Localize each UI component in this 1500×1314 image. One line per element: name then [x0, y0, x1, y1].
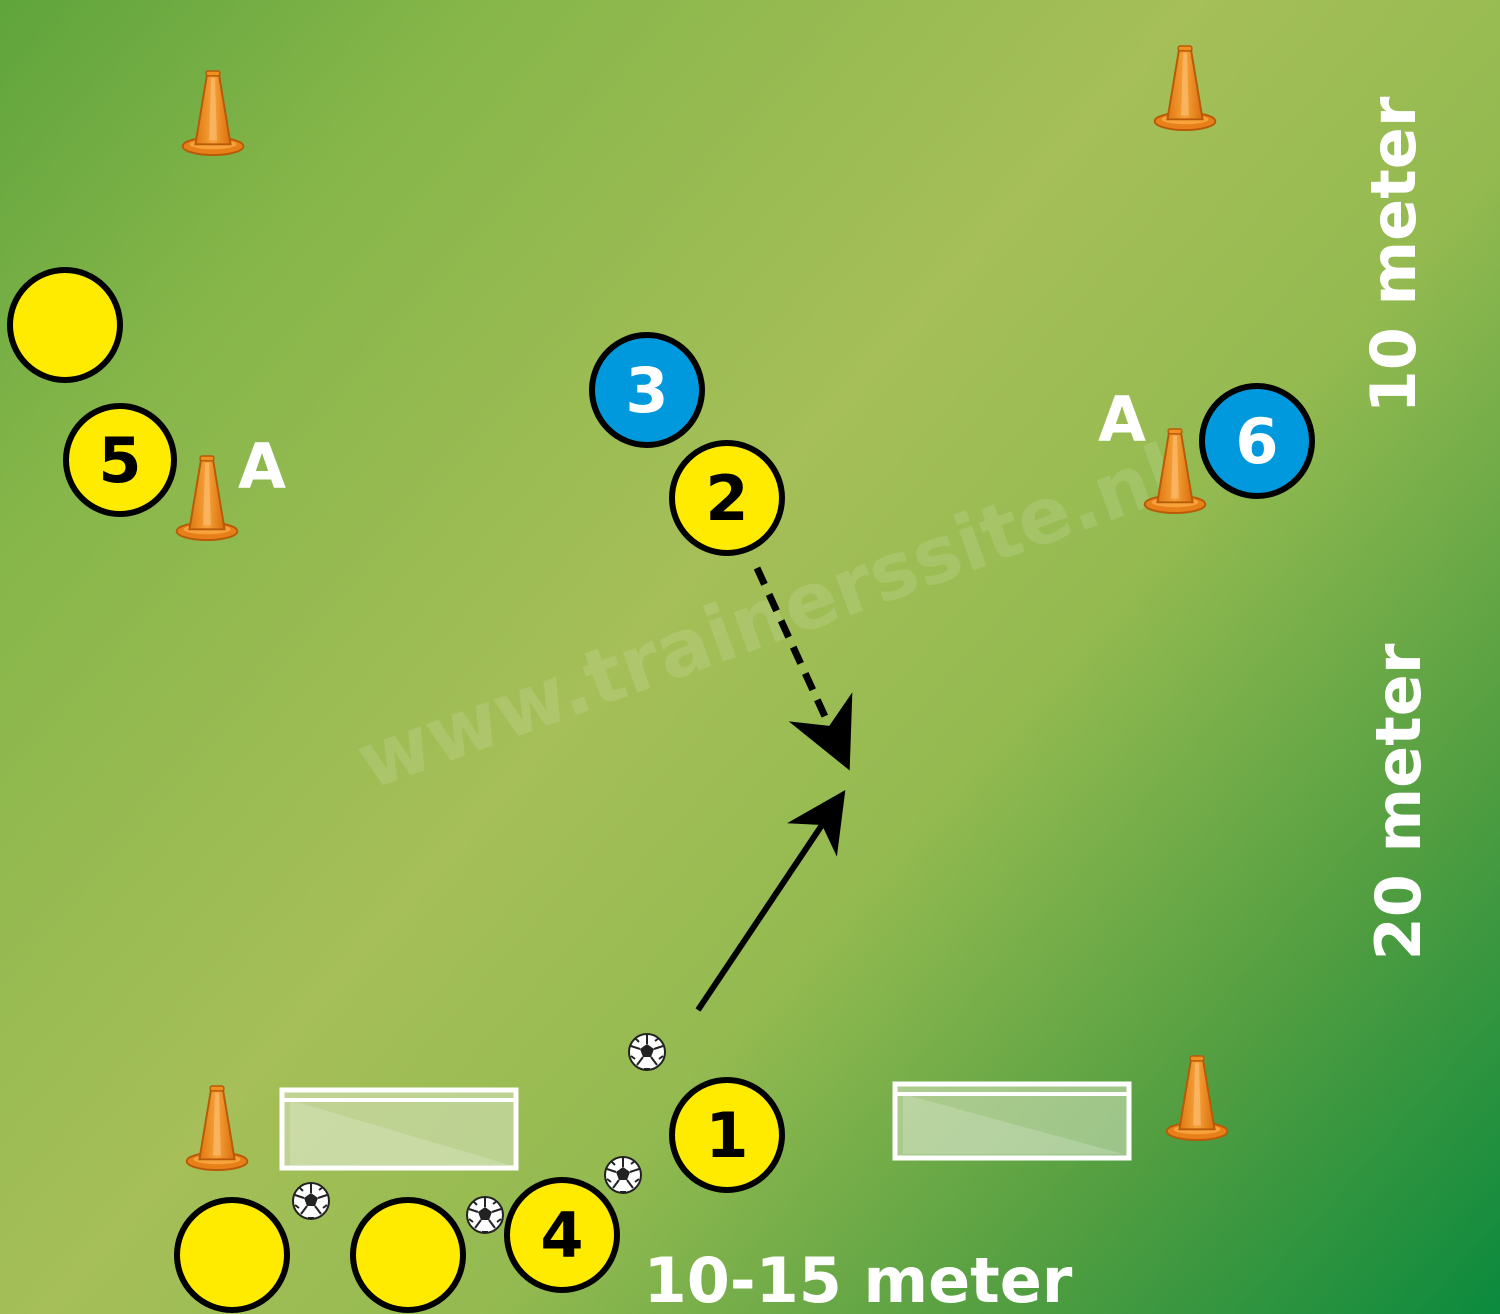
player-2: 2 — [669, 440, 785, 556]
player-yellow — [350, 1197, 466, 1313]
dribble-path-arrow — [753, 566, 853, 771]
player-2-number: 2 — [705, 462, 748, 535]
zone-label-right: A — [1098, 383, 1146, 456]
player-4-number: 4 — [540, 1199, 583, 1272]
player-3-number: 3 — [625, 354, 668, 427]
player-5: 5 — [63, 403, 177, 517]
player-6-number: 6 — [1235, 405, 1278, 478]
mini-goal-icon — [892, 1081, 1132, 1161]
mini-goal-icon — [279, 1087, 519, 1171]
player-4: 4 — [504, 1177, 620, 1293]
player-6: 6 — [1199, 383, 1315, 499]
player-yellow — [7, 267, 123, 383]
player-1: 1 — [669, 1077, 785, 1193]
player-yellow — [174, 1197, 290, 1313]
pass-arrow — [695, 790, 846, 1012]
soccer-ball-icon — [466, 1196, 504, 1234]
soccer-ball-icon — [604, 1156, 642, 1194]
player-5-number: 5 — [98, 424, 141, 497]
zone-label-left: A — [238, 430, 286, 503]
lower-distance-label: 20 meter — [1362, 643, 1435, 960]
soccer-ball-icon — [292, 1182, 330, 1220]
width-distance-label: 10-15 meter — [644, 1244, 1073, 1314]
player-1-number: 1 — [705, 1099, 748, 1172]
player-3: 3 — [589, 332, 705, 448]
upper-distance-label: 10 meter — [1357, 96, 1430, 413]
soccer-ball-icon — [628, 1033, 666, 1071]
